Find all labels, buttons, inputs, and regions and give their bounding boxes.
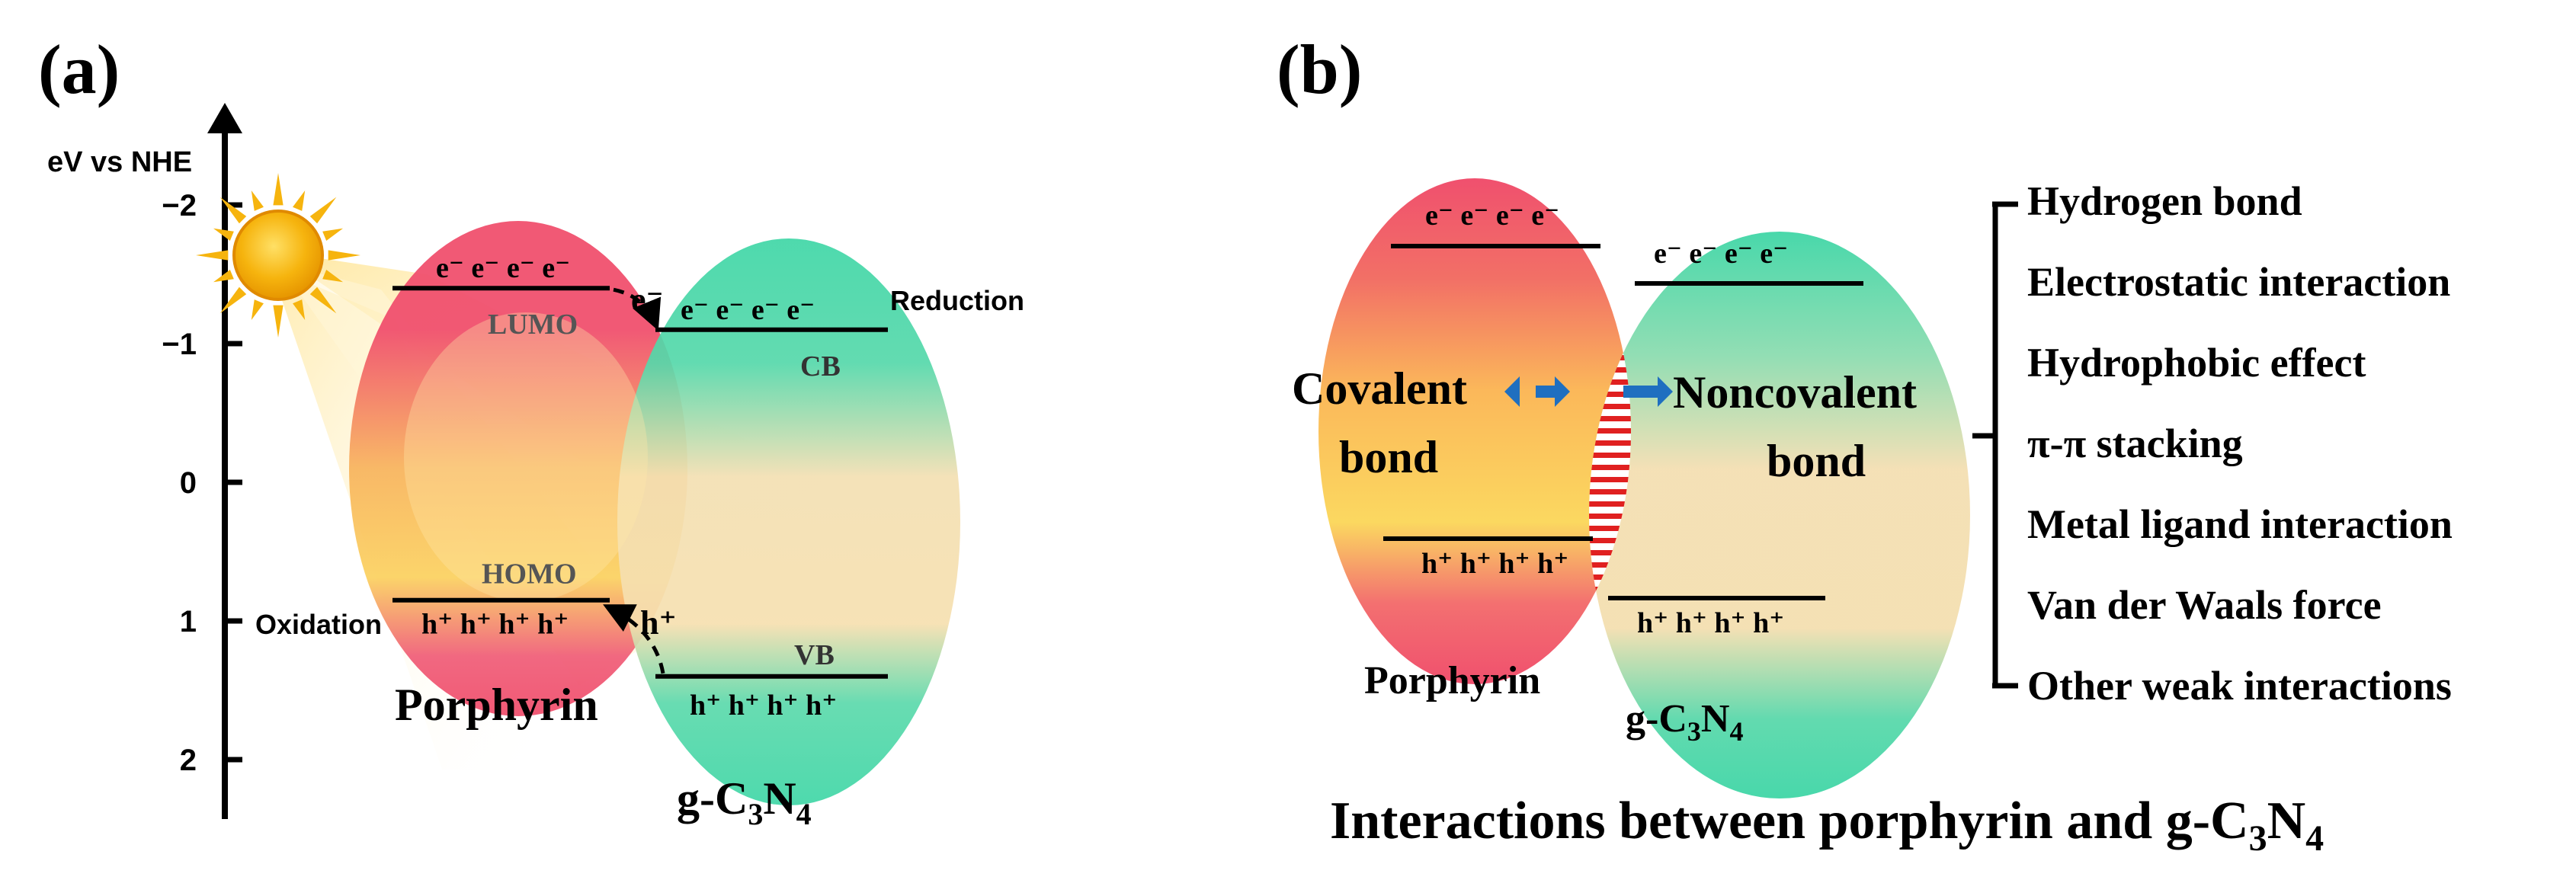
sun-ray: [219, 197, 247, 224]
gc3n4-name-b: g-C3N4: [1626, 697, 1743, 747]
sun-ray: [322, 270, 343, 283]
sun-ray: [293, 190, 306, 211]
porphyrin-holes-b: h⁺ h⁺ h⁺ h⁺: [1421, 548, 1568, 580]
transfer-electron-label: e⁻: [631, 281, 664, 318]
porphyrin-ellipse: [349, 221, 687, 716]
porphyrin-name-b: Porphyrin: [1364, 659, 1540, 702]
interaction-item: Hydrogen bond: [2027, 178, 2302, 224]
axis-tick-label: 2: [180, 744, 197, 777]
sun-ray: [219, 286, 247, 314]
sun-ray: [322, 228, 343, 241]
left-arrowhead-icon: [1504, 376, 1520, 407]
porphyrin-electrons: e⁻ e⁻ e⁻ e⁻: [436, 252, 570, 284]
porphyrin-holes: h⁺ h⁺ h⁺ h⁺: [421, 609, 569, 641]
panel-b-label: (b): [1277, 30, 1362, 108]
gc3n4-ellipse-b: [1589, 232, 1970, 798]
porphyrin-electrons-b: e⁻ e⁻ e⁻ e⁻: [1425, 200, 1559, 232]
sun-ray: [251, 299, 264, 320]
sun-ray: [213, 228, 234, 241]
vb-label: VB: [794, 639, 835, 671]
interaction-item: Other weak interactions: [2027, 663, 2452, 709]
covalent-line2: bond: [1339, 432, 1438, 482]
noncovalent-line1: Noncovalent: [1673, 367, 1917, 418]
sun-ray: [273, 173, 284, 206]
interaction-item: π-π stacking: [2027, 421, 2243, 466]
energy-levels: [392, 286, 888, 679]
reduction-label: Reduction: [890, 285, 1024, 316]
homo-label: HOMO: [482, 558, 577, 590]
axis-tick-label: 0: [180, 466, 197, 500]
sun-ray: [251, 190, 264, 211]
lumo-label: LUMO: [488, 309, 578, 341]
sun-icon: [232, 210, 324, 301]
axis-tick-label: −1: [162, 328, 197, 361]
covalent-line1: Covalent: [1292, 363, 1467, 414]
gc3n4-ellipse: [617, 238, 960, 805]
sun-ray: [328, 250, 360, 261]
transfer-hole-label: h⁺: [640, 604, 677, 642]
oxidation-label: Oxidation: [255, 609, 382, 640]
axis-label: eV vs NHE: [47, 146, 192, 178]
sun-rays: [196, 173, 360, 338]
porphyrin-name: Porphyrin: [395, 680, 598, 730]
axis-tick-label: 1: [180, 605, 197, 638]
left-arrow-icon: [1536, 376, 1570, 407]
axis-ticks: −2 −1 0 1 2: [162, 189, 242, 777]
gc3n4-electrons: e⁻ e⁻ e⁻ e⁻: [681, 294, 815, 326]
sun-ray: [213, 270, 234, 283]
energy-axis: eV vs NHE −2 −1 0 1 2: [47, 103, 242, 819]
sun-ray: [293, 299, 306, 320]
electron-transfer-arrow: [613, 287, 662, 331]
bond-arrows: [1504, 376, 1673, 407]
gc3n4-holes: h⁺ h⁺ h⁺ h⁺: [690, 690, 837, 722]
cb-label: CB: [800, 350, 841, 382]
interaction-item: Van der Waals force: [2027, 582, 2382, 628]
axis-tick-label: −2: [162, 189, 197, 222]
panel-b-caption: Interactions between porphyrin and g-C3N…: [1330, 792, 2324, 859]
interaction-item: Electrostatic interaction: [2027, 259, 2450, 305]
gc3n4-electrons-b: e⁻ e⁻ e⁻ e⁻: [1654, 238, 1788, 270]
gc3n4-holes-b: h⁺ h⁺ h⁺ h⁺: [1637, 607, 1784, 639]
panel-a-label: (a): [38, 30, 120, 108]
axis-arrow-icon: [207, 103, 242, 133]
noncovalent-line2: bond: [1767, 436, 1866, 486]
panel-a: (a) eV vs NHE −2 −1 0 1 2: [38, 30, 1024, 831]
sun-ray: [309, 286, 337, 314]
interaction-item: Metal ligand interaction: [2027, 501, 2453, 547]
gc3n4-name: g-C3N4: [677, 773, 812, 831]
interaction-item: Hydrophobic effect: [2027, 340, 2366, 386]
interaction-bracket: [1972, 201, 2018, 689]
sun-ray: [273, 305, 284, 338]
charge-transfer: e⁻ h⁺: [603, 281, 677, 674]
sun-ray: [196, 250, 229, 261]
hole-transfer-arrow: [603, 604, 665, 674]
porphyrin-ellipse-b: [1318, 178, 1631, 684]
sun-ray: [309, 197, 337, 224]
panel-b: (b) e⁻ e⁻ e⁻ e⁻ h⁺ h⁺ h⁺ h⁺ e⁻ e⁻ e⁻ e⁻ …: [1277, 30, 2453, 859]
glow: [404, 312, 648, 602]
right-arrow-icon: [1623, 376, 1673, 407]
